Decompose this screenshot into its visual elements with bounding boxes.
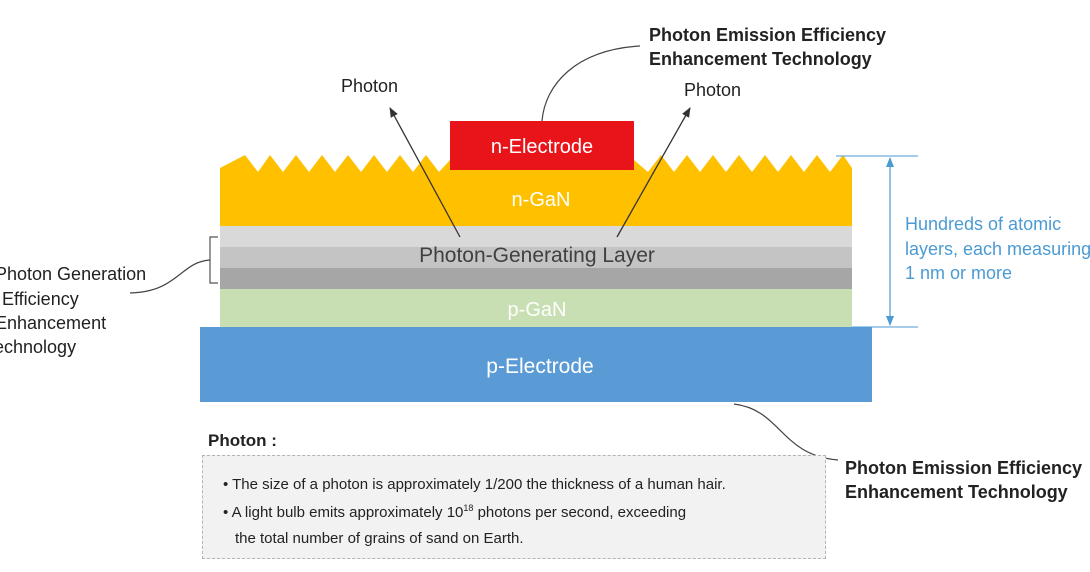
n-electrode-layer [450,121,634,170]
p-electrode-label: p-Electrode [486,355,593,378]
photon-note-exponent: 18 [463,503,474,513]
thickness-note-line3: 1 nm or more [905,263,1012,283]
photon-layer-stripe-middle [220,247,852,268]
photon-label-right: Photon [684,80,741,100]
generation-callout-line3: Enhancement [0,313,106,333]
bottom-callout-leader [733,403,839,461]
bottom-callout-line2: Enhancement Technology [845,482,1068,502]
generation-callout-line4: Technology [0,337,76,357]
photon-note-line-3: the total number of grains of sand on Ea… [235,530,524,547]
photon-layer-stripe-bottom [220,268,852,289]
generation-bracket [209,236,218,284]
n-gan-layer [220,155,852,226]
top-callout-leader [541,45,641,122]
bottom-callout-line1: Photon Emission Efficiency [845,458,1082,478]
photon-notes-heading: Photon : [208,431,277,450]
photon-notes-box: • The size of a photon is approximately … [202,455,826,559]
generation-callout-leader [129,259,211,294]
photon-note-line-2: • A light bulb emits approximately 1018 … [223,503,686,521]
n-gan-label: n-GaN [512,189,571,211]
generation-callout-line1: Photon Generation [0,264,146,284]
photon-arrow-right [616,107,691,238]
p-gan-layer [220,289,852,327]
photon-arrow-left [389,107,461,238]
top-callout-line2: Enhancement Technology [649,49,872,69]
generation-callout-line2: Efficiency [2,289,79,309]
photon-label-left: Photon [341,76,398,96]
n-electrode-label: n-Electrode [491,136,593,158]
top-callout-line1: Photon Emission Efficiency [649,25,886,45]
thickness-note-line2: layers, each measuring [905,239,1090,259]
photon-generating-layer-label: Photon-Generating Layer [419,244,655,267]
photon-note-line-2-start: • A light bulb emits approximately 10 [223,504,464,521]
p-electrode-layer [200,327,872,402]
thickness-note-line1: Hundreds of atomic [905,214,1061,234]
photon-note-line-2-end: photons per second, exceeding [473,504,687,521]
photon-layer-stripe-top [220,226,852,247]
photon-note-line-1: • The size of a photon is approximately … [223,476,726,493]
p-gan-label: p-GaN [508,299,567,321]
